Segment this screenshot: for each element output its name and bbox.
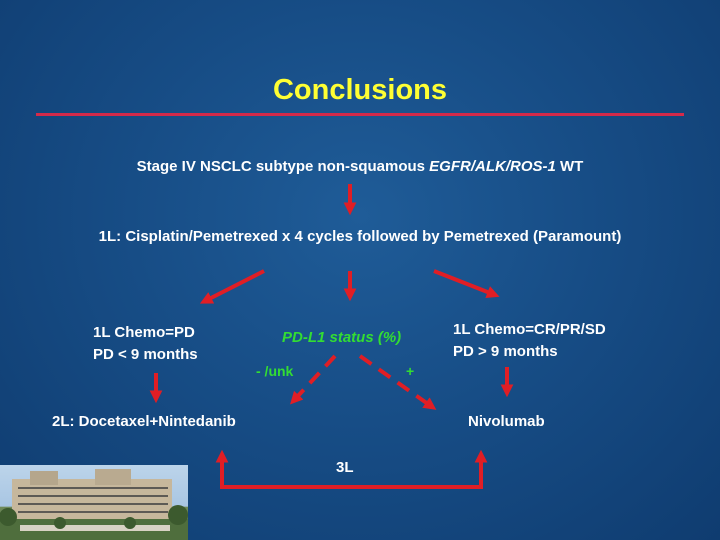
- dashed-arrow-pdl1-positive: [358, 354, 437, 410]
- left-branch-line1: 1L Chemo=PD: [93, 324, 195, 341]
- stage-genes: EGFR/ALK/ROS-1: [429, 158, 556, 175]
- title-divider: [36, 113, 684, 116]
- stage-prefix: Stage IV NSCLC subtype non-squamous: [136, 158, 430, 175]
- arrow-to-left-branch: [199, 269, 265, 304]
- slide-title: Conclusions: [272, 74, 447, 106]
- hospital-photo: [0, 465, 188, 540]
- pdl1-positive-label: +: [406, 363, 415, 379]
- stage-suffix: WT: [555, 158, 584, 175]
- third-line-connector: [220, 470, 483, 489]
- left-branch-line2: PD < 9 months: [93, 346, 198, 363]
- right-branch-line2: PD > 9 months: [453, 343, 558, 360]
- pdl1-status-label: PD-L1 status (%): [282, 329, 402, 346]
- left-outcome: 2L: Docetaxel+Nintedanib: [52, 413, 236, 430]
- first-line-therapy: 1L: Cisplatin/Pemetrexed x 4 cycles foll…: [98, 228, 622, 245]
- pdl1-negative-label: - /unk: [256, 363, 294, 379]
- dashed-arrow-pdl1-negative: [290, 354, 337, 405]
- right-outcome: Nivolumab: [468, 413, 545, 430]
- right-branch-line1: 1L Chemo=CR/PR/SD: [453, 321, 606, 338]
- third-line-label: 3L: [336, 459, 354, 476]
- stage-line: Stage IV NSCLC subtype non-squamous EGFR…: [0, 157, 720, 177]
- arrow-to-right-branch: [433, 269, 500, 299]
